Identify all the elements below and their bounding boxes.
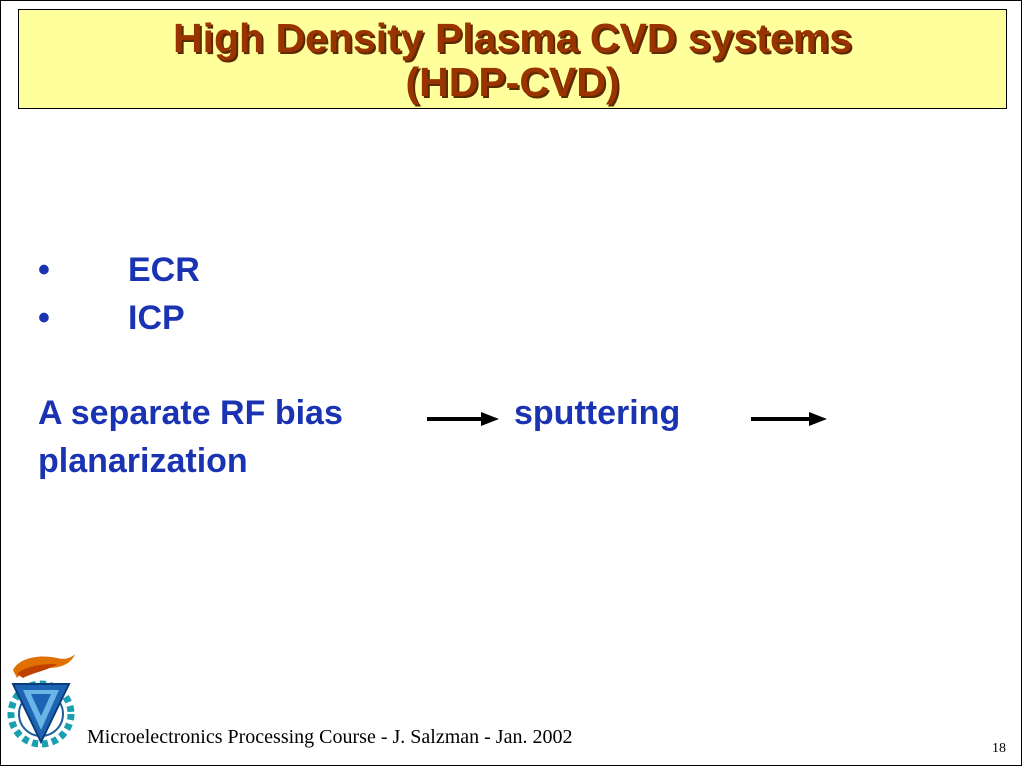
bullet-text: ICP — [128, 299, 185, 337]
bullet-item-icp: • ICP — [38, 298, 185, 338]
body-text-rf-bias: A separate RF bias — [38, 394, 343, 432]
title-line-2: (HDP-CVD) — [405, 59, 620, 105]
title-box: High Density Plasma CVD systems (HDP-CVD… — [18, 9, 1007, 109]
bullet-icon: • — [38, 299, 50, 337]
bullet-icon: • — [38, 251, 50, 289]
body-text-sputtering: sputtering — [514, 394, 681, 432]
right-arrow-icon — [751, 412, 827, 426]
right-arrow-icon — [427, 412, 499, 426]
page-number: 18 — [992, 741, 1006, 756]
footer-text: Microelectronics Processing Course - J. … — [87, 726, 573, 748]
body-text-planarization: planarization — [38, 442, 248, 480]
title-line-1: High Density Plasma CVD systems — [172, 15, 853, 61]
bullet-item-ecr: • ECR — [38, 250, 200, 290]
technion-logo-icon — [7, 654, 75, 748]
bullet-text: ECR — [128, 251, 200, 289]
